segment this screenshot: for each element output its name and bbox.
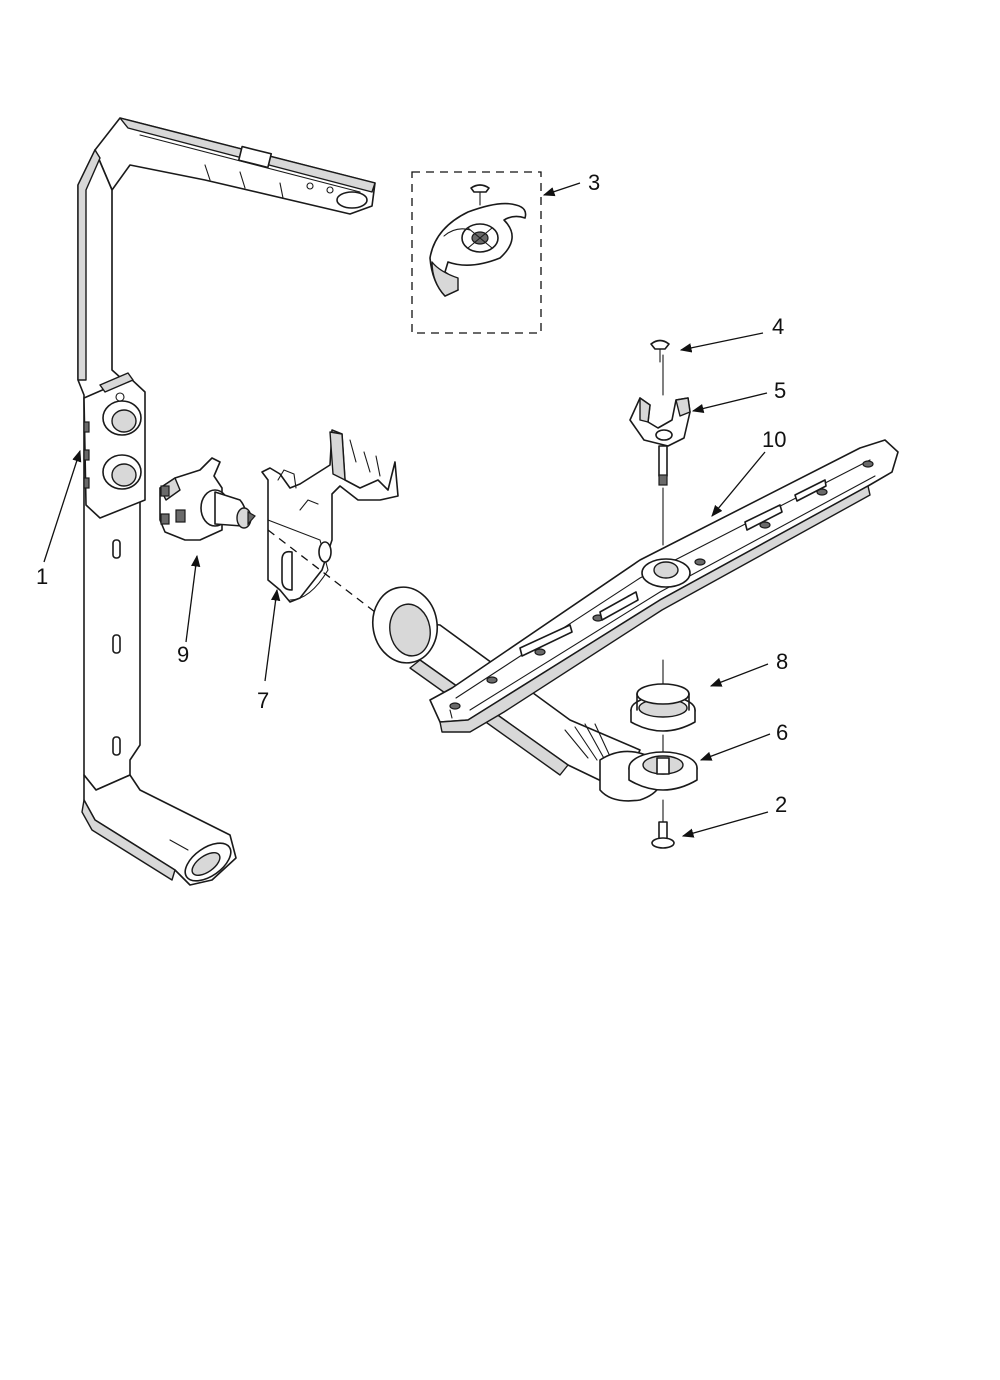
ring-seal-part	[630, 659, 696, 732]
callout-9: 9	[177, 642, 189, 667]
supply-tube-part	[77, 117, 376, 886]
callout-4: 4	[772, 314, 784, 339]
leader-arrow-8	[709, 663, 769, 687]
callout-5: 5	[774, 378, 786, 403]
callout-10: 10	[762, 427, 786, 452]
leader-arrow-9	[185, 554, 201, 643]
callout-2: 2	[775, 792, 787, 817]
callout-1: 1	[36, 564, 48, 589]
leader-arrow-7	[264, 588, 281, 682]
callout-6: 6	[776, 720, 788, 745]
screw-part-4	[650, 339, 670, 396]
wire-bracket-part	[261, 429, 399, 603]
leader-arrow-3	[542, 182, 581, 197]
hub-assembly-part	[411, 171, 542, 334]
bearing-part	[628, 734, 698, 791]
bracket-valve-part	[159, 457, 256, 541]
alignment-line	[267, 529, 376, 613]
leader-arrow-6	[699, 733, 771, 761]
leader-arrow-5	[691, 392, 768, 414]
leader-arrow-1	[43, 449, 82, 563]
callout-7: 7	[257, 688, 269, 713]
leader-arrow-10	[711, 451, 766, 517]
leader-arrow-2	[681, 811, 769, 838]
mounting-clip-part	[629, 397, 691, 546]
leader-arrow-4	[679, 332, 764, 353]
callout-3: 3	[588, 170, 600, 195]
screw-part-2	[651, 799, 675, 849]
spray-arm-part	[372, 439, 899, 802]
callout-8: 8	[776, 649, 788, 674]
